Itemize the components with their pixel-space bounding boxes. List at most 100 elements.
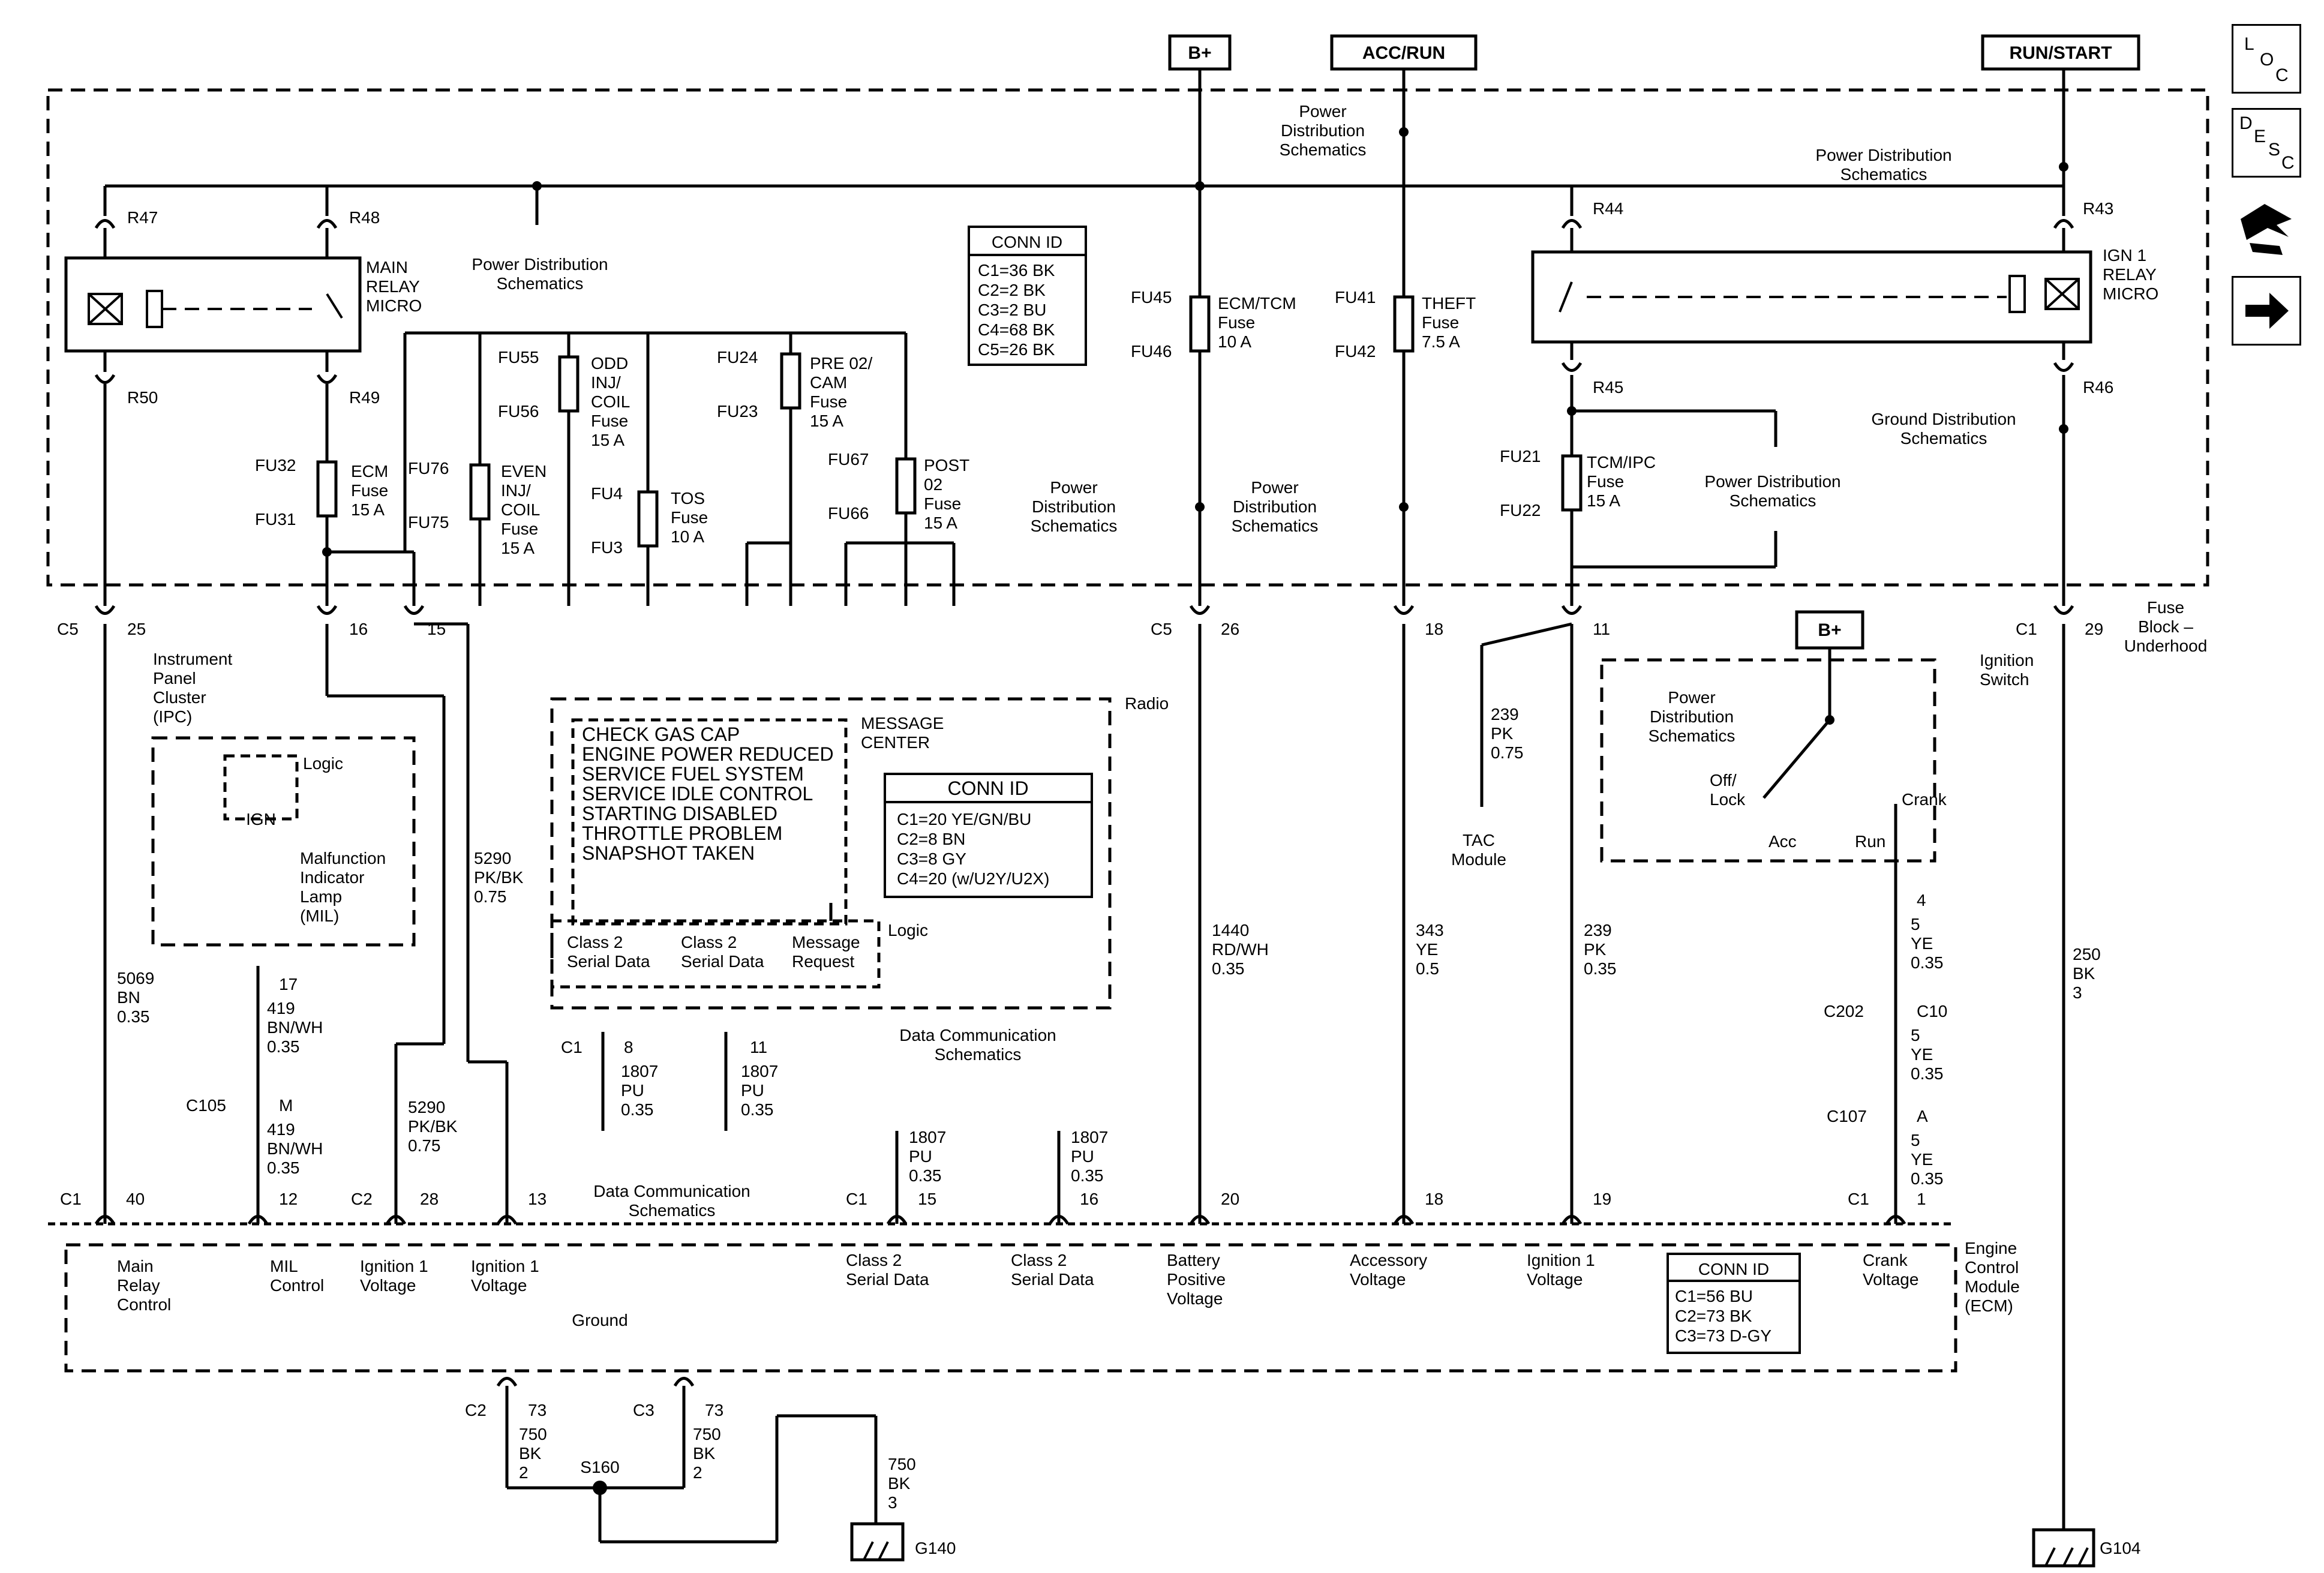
w750a-l3: 2	[519, 1463, 529, 1482]
p29: 29	[2085, 620, 2103, 638]
mil-l4: (MIL)	[300, 906, 339, 925]
w5ye3-l3: 0.35	[1911, 1169, 1944, 1188]
w419b-l2: BN/WH	[267, 1139, 323, 1158]
msg-center-l1: MESSAGE	[861, 714, 944, 733]
s160: S160	[580, 1458, 619, 1476]
e-18: 18	[1425, 1190, 1443, 1208]
c2sd-a-l1: Class 2	[846, 1251, 902, 1269]
pds-mid1-l1: Power	[1050, 478, 1097, 497]
even-l5: 15 A	[501, 539, 535, 557]
ign1b-l2: Voltage	[471, 1276, 527, 1295]
even-l4: Fuse	[501, 520, 538, 538]
w419b-l3: 0.35	[267, 1158, 300, 1177]
offlock-l2: Lock	[1710, 790, 1746, 809]
w5290a-l2: PK/BK	[474, 868, 524, 887]
desc-button[interactable]: D E S C	[2232, 108, 2301, 178]
w5ye2-l3: 0.35	[1911, 1064, 1944, 1083]
pa: A	[1917, 1107, 1928, 1125]
theft-l3: 7.5 A	[1422, 332, 1460, 351]
w5290a-l1: 5290	[474, 849, 511, 867]
class2b-l2: Serial Data	[681, 952, 764, 971]
w250-l2: BK	[2073, 964, 2095, 983]
fu67: FU67	[828, 450, 869, 469]
desc-letter-d: D	[2239, 113, 2253, 133]
ecm-tcm-l2: Fuse	[1218, 313, 1255, 332]
g104: G104	[2100, 1539, 2141, 1557]
w5290b-l3: 0.75	[408, 1136, 441, 1155]
tos-l1: TOS	[671, 489, 705, 508]
e-15: 15	[918, 1190, 936, 1208]
pre-l1: PRE 02/	[810, 354, 872, 373]
w419a-l2: BN/WH	[267, 1018, 323, 1037]
tac-l2: Module	[1451, 850, 1506, 869]
msg-req-l2: Request	[792, 952, 855, 971]
post-l2: 02	[924, 475, 942, 494]
e-c1b: C1	[846, 1190, 867, 1208]
bus-bplus: B+	[1188, 43, 1211, 63]
ign-relay-box	[1531, 250, 2092, 344]
dcs-bottom-l1: Data Communication	[593, 1182, 750, 1200]
ipc-logic: Logic	[303, 754, 343, 773]
r43: R43	[2083, 199, 2113, 218]
g-c2: C2	[465, 1401, 487, 1419]
post-l4: 15 A	[924, 514, 957, 532]
w1807b-l1: 1807	[741, 1062, 778, 1080]
pds-right-l2: Schematics	[1840, 165, 1927, 184]
tcm-l1: TCM/IPC	[1587, 453, 1656, 472]
w419a-l3: 0.35	[267, 1037, 300, 1056]
w419a-l1: 419	[267, 999, 295, 1017]
ign1a-l2: Voltage	[360, 1276, 416, 1295]
w750b-l3: 2	[693, 1463, 702, 1482]
r48: R48	[349, 208, 380, 227]
pre-l2: CAM	[810, 373, 847, 392]
ecm-l1: Engine	[1965, 1239, 2017, 1257]
msg-center-l2: CENTER	[861, 733, 930, 752]
e-16: 16	[1080, 1190, 1098, 1208]
side-icon-panel: L O C D E S C	[2232, 24, 2304, 360]
desc-letter-s: S	[2268, 140, 2281, 160]
fu41: FU41	[1335, 288, 1376, 307]
w1807c-l2: PU	[909, 1147, 932, 1166]
c202: C202	[1824, 1002, 1864, 1020]
ecm-fuse-l1: ECM	[351, 462, 388, 481]
dcs-top-l2: Schematics	[935, 1045, 1022, 1064]
c5b: C5	[1151, 620, 1172, 638]
odd-l4: Fuse	[591, 412, 628, 430]
conn-fuse-title: CONN ID	[992, 233, 1062, 251]
r47: R47	[127, 208, 158, 227]
fu66: FU66	[828, 504, 869, 523]
fu56: FU56	[498, 402, 539, 421]
w1807b-l2: PU	[741, 1081, 764, 1100]
w750a-l1: 750	[519, 1425, 547, 1443]
next-button[interactable]	[2232, 276, 2301, 346]
p18: 18	[1425, 620, 1443, 638]
loc-button[interactable]: L O C	[2232, 24, 2301, 94]
w419b-l1: 419	[267, 1120, 295, 1139]
w5069-l3: 0.35	[117, 1007, 150, 1026]
w1807a-l2: PU	[621, 1081, 644, 1100]
e-12: 12	[279, 1190, 298, 1208]
c1a: C1	[2016, 620, 2037, 638]
diagnostic-button[interactable]	[2232, 192, 2301, 262]
ign1c-l2: Voltage	[1527, 1270, 1583, 1289]
ign-relay-l2: RELAY	[2103, 265, 2157, 284]
pds-left-l2: Schematics	[497, 274, 584, 293]
conn-ecm-2: C3=73 D-GY	[1675, 1326, 1771, 1345]
w5290a-l3: 0.75	[474, 887, 507, 906]
e-28: 28	[420, 1190, 439, 1208]
p15: 15	[427, 620, 446, 638]
w750a-l2: BK	[519, 1444, 542, 1463]
p8: 8	[624, 1038, 633, 1056]
c2sd-b-l2: Serial Data	[1011, 1270, 1094, 1289]
conn-fuse-0: C1=36 BK	[978, 261, 1055, 280]
g-c3: C3	[633, 1401, 654, 1419]
main-relay-ctl-l2: Relay	[117, 1276, 160, 1295]
e-1: 1	[1917, 1190, 1926, 1208]
c2sd-a-l2: Serial Data	[846, 1270, 929, 1289]
w5069-l2: BN	[117, 988, 140, 1007]
w1807d-l3: 0.35	[1071, 1166, 1104, 1185]
loc-letter-c: C	[2275, 65, 2289, 85]
class2a-l1: Class 2	[567, 933, 623, 951]
w250-l1: 250	[2073, 945, 2101, 963]
desc-letter-c: C	[2281, 153, 2295, 173]
